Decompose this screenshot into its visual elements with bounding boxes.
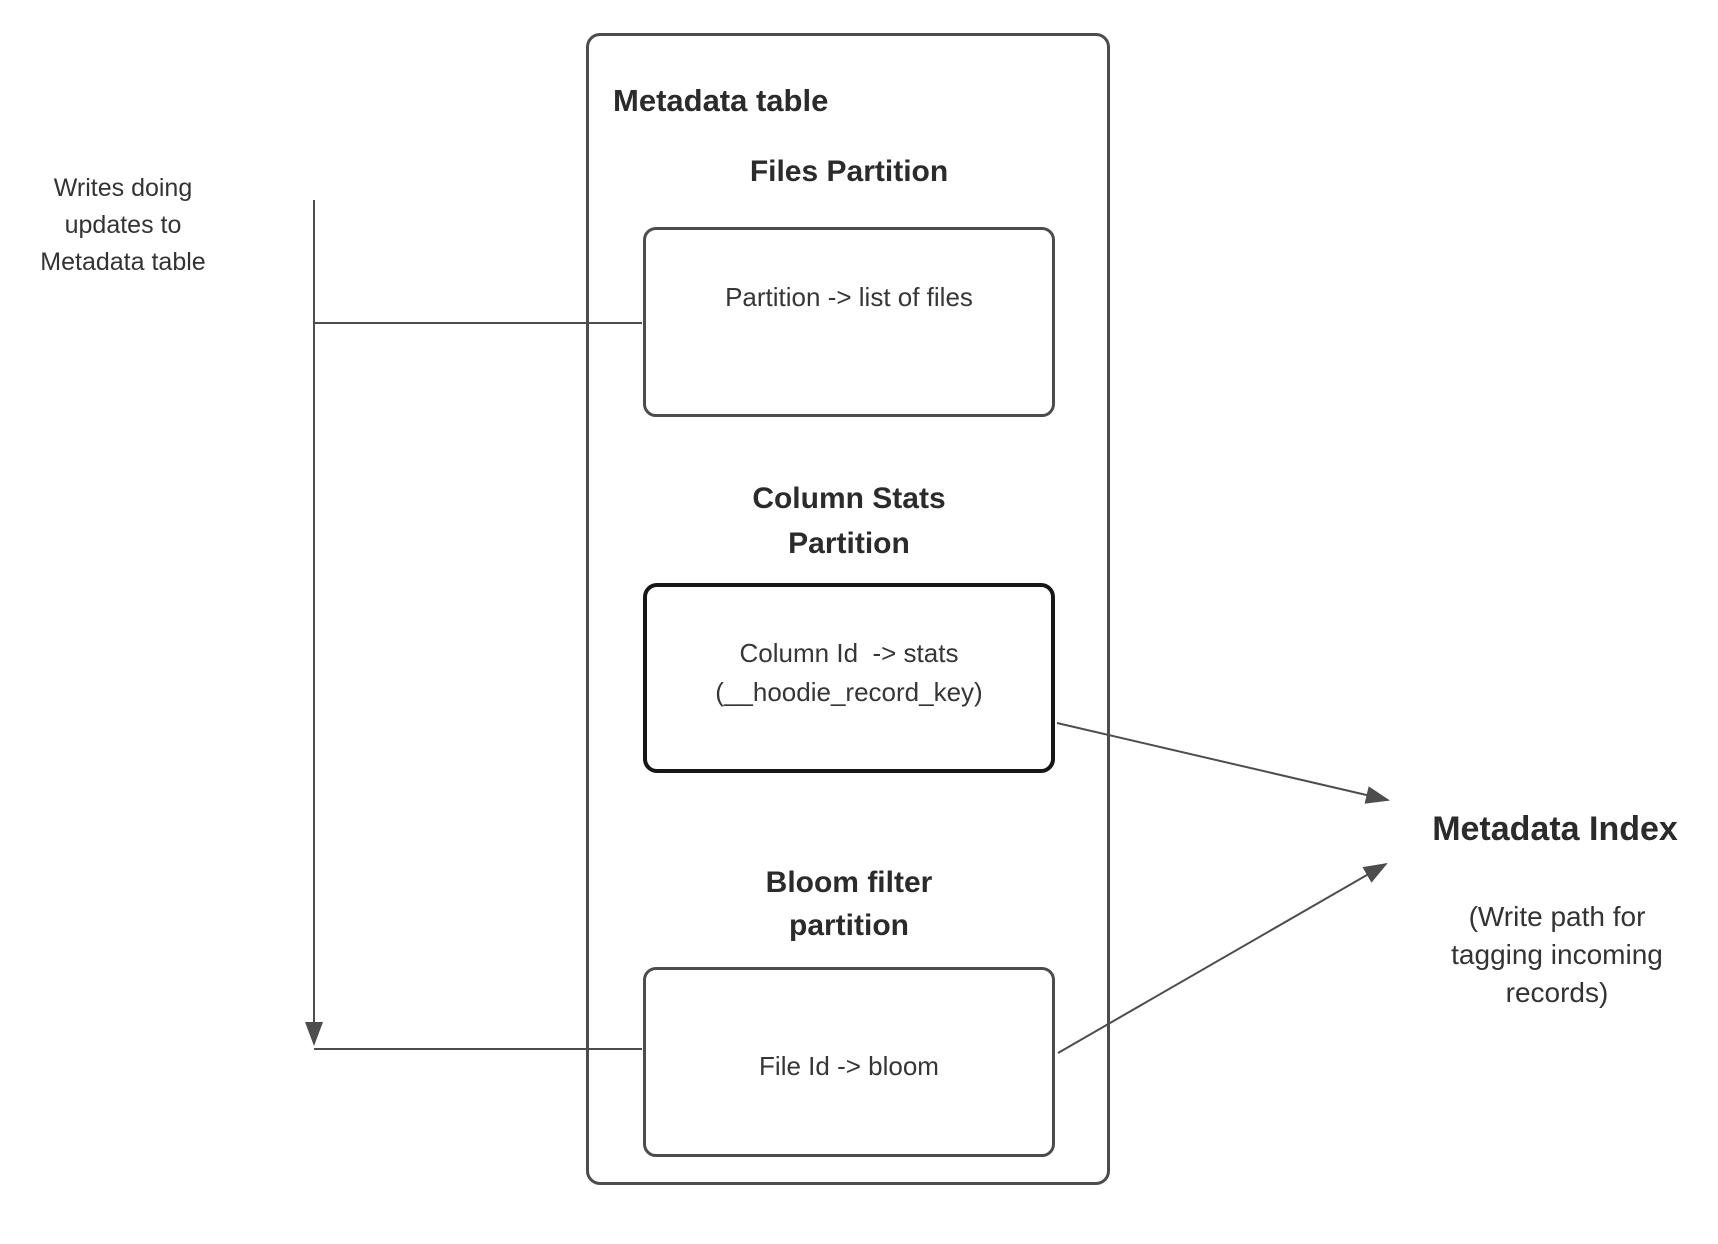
files-partition-box: Partition -> list of files (643, 227, 1055, 417)
bloom-filter-heading: Bloom filter partition (643, 861, 1055, 947)
bloom-filter-box: File Id -> bloom (643, 967, 1055, 1157)
metadata-index-caption-line: (Write path for (1468, 901, 1646, 932)
bloom-filter-heading-line: Bloom filter (765, 866, 933, 899)
bloom-filter-label: File Id -> bloom (759, 1050, 939, 1081)
metadata-index-caption: (Write path for tagging incoming records… (1407, 898, 1707, 1012)
column-stats-heading: Column Stats Partition (643, 476, 1055, 566)
writes-note-line: Writes doing (53, 174, 193, 202)
metadata-index-title: Metadata Index (1432, 810, 1678, 848)
writes-note-line: Metadata table (40, 248, 206, 276)
column-stats-heading-line: Column Stats (752, 482, 946, 515)
files-partition-label: Partition -> list of files (725, 281, 973, 312)
column-stats-heading-line: Partition (788, 527, 910, 560)
metadata-table-title: Metadata table (613, 83, 829, 118)
column-stats-label-line: Column Id -> stats (739, 638, 959, 668)
bloom-filter-heading-line: partition (789, 909, 909, 942)
writes-note: Writes doing updates to Metadata table (16, 170, 230, 281)
metadata-index-caption-line: records) (1505, 977, 1609, 1008)
column-stats-label-line: (__hoodie_record_key) (715, 677, 983, 707)
column-stats-box: Column Id -> stats (__hoodie_record_key) (643, 583, 1055, 773)
writes-note-line: updates to (64, 211, 182, 239)
column-stats-label: Column Id -> stats (__hoodie_record_key) (647, 587, 1051, 769)
files-partition-heading: Files Partition (749, 155, 949, 188)
metadata-index-caption-line: tagging incoming (1451, 939, 1663, 970)
